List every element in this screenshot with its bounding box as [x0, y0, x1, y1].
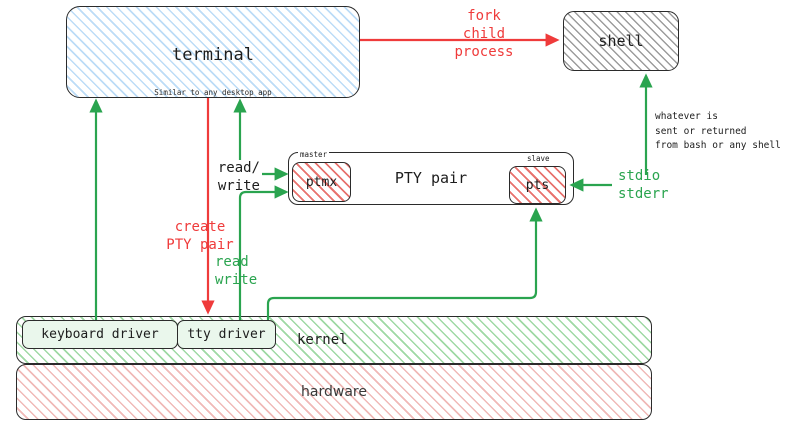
node-shell[interactable]: shell [563, 11, 679, 71]
edge-label-create-pty: create PTY pair [166, 219, 234, 253]
node-ptmx[interactable]: ptmx [292, 162, 351, 202]
kernel-label: kernel [297, 332, 348, 348]
edge-label-read-write-terminal: read/ write [217, 160, 260, 194]
pts-label: pts [525, 177, 550, 193]
tty-driver-label: tty driver [187, 327, 266, 342]
node-pts[interactable]: pts [509, 166, 566, 204]
hardware-label: hardware [301, 384, 367, 400]
node-terminal[interactable]: terminal Similar to any desktop app [66, 6, 360, 98]
node-keyboard-driver[interactable]: keyboard driver [22, 320, 178, 349]
edge-label-whatever: whatever is sent or returned from bash o… [655, 111, 781, 152]
terminal-subtitle: Similar to any desktop app [154, 88, 272, 97]
ptmx-label: ptmx [305, 174, 338, 190]
edge-label-stdio: stdio stderr [618, 168, 669, 202]
arrow-tty-driver-to-pts [266, 207, 543, 320]
edge-label-fork: fork child process [454, 8, 514, 60]
keyboard-driver-label: keyboard driver [41, 327, 159, 342]
edge-label-read-write-tty: read write [215, 254, 258, 288]
shell-label: shell [598, 32, 644, 50]
node-tty-driver[interactable]: tty driver [177, 320, 276, 349]
terminal-label: terminal [172, 45, 254, 65]
pty-slave-tag: slave [525, 154, 552, 164]
node-hardware[interactable]: hardware [16, 364, 652, 420]
pty-pair-label: PTY pair [394, 169, 468, 187]
pty-master-tag: master [298, 150, 330, 160]
